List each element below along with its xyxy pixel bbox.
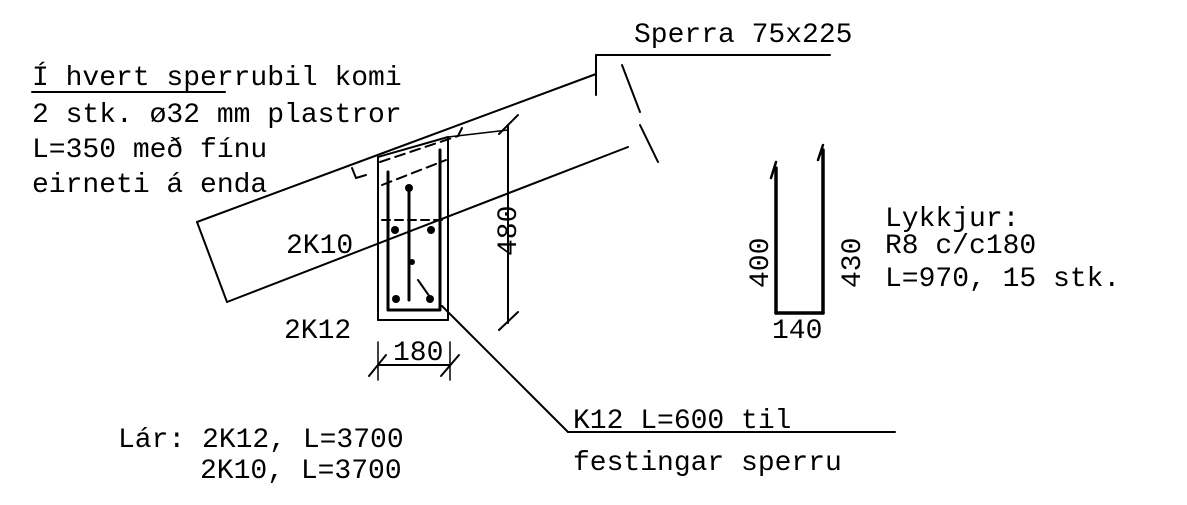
- rafter-leader: [595, 54, 831, 96]
- pipe-note-line-1: Í hvert sperrubil komi: [32, 62, 402, 94]
- beam-list: Lár: 2K12, L=3700 2K10, L=3700: [118, 425, 404, 487]
- pipe-note-line-2: 2 stk. ø32 mm plastror: [32, 100, 402, 131]
- rafter: [196, 64, 659, 303]
- plastic-pipe: [351, 127, 463, 186]
- stirrup-right-leg: 430: [838, 238, 869, 288]
- width-dimension: [368, 341, 460, 381]
- pipe-note-line-3: L=350 með fínu: [32, 135, 267, 166]
- beam-width-label: 180: [393, 338, 443, 369]
- beam-section: [377, 136, 449, 321]
- stirrup-base: 140: [772, 316, 822, 347]
- anchor-leader: [441, 305, 896, 433]
- beam-list-line-1: Lár: 2K12, L=3700: [118, 425, 404, 456]
- height-dimension: [447, 114, 519, 331]
- anchor-note-line-1: K12 L=600 til: [573, 406, 791, 437]
- anchor-note-line-2: festingar sperru: [573, 448, 842, 479]
- beam-list-line-2: 2K10, L=3700: [200, 456, 402, 487]
- top-bars-label: 2K10: [286, 231, 353, 262]
- beam-height-label: 480: [494, 206, 525, 256]
- pipe-note-line-4: eirneti á enda: [32, 170, 267, 201]
- stirrup-length: L=970, 15 stk.: [885, 264, 1120, 295]
- rafter-label: Sperra 75x225: [634, 20, 852, 51]
- bottom-bars-label: 2K12: [284, 316, 351, 347]
- stirrup-left-leg: 400: [746, 238, 777, 288]
- anchor-note: K12 L=600 til festingar sperru: [573, 406, 842, 479]
- stirrup-title: Lykkjur:: [885, 204, 1019, 235]
- rebar-dots: [391, 184, 435, 303]
- pipe-note: Í hvert sperrubil komi 2 stk. ø32 mm pla…: [31, 62, 402, 201]
- stirrup-schedule: Lykkjur: R8 c/c180 L=970, 15 stk. 400 43…: [746, 204, 1120, 347]
- stirrup-spec: R8 c/c180: [885, 231, 1036, 262]
- stirrup-shape: [769, 143, 825, 315]
